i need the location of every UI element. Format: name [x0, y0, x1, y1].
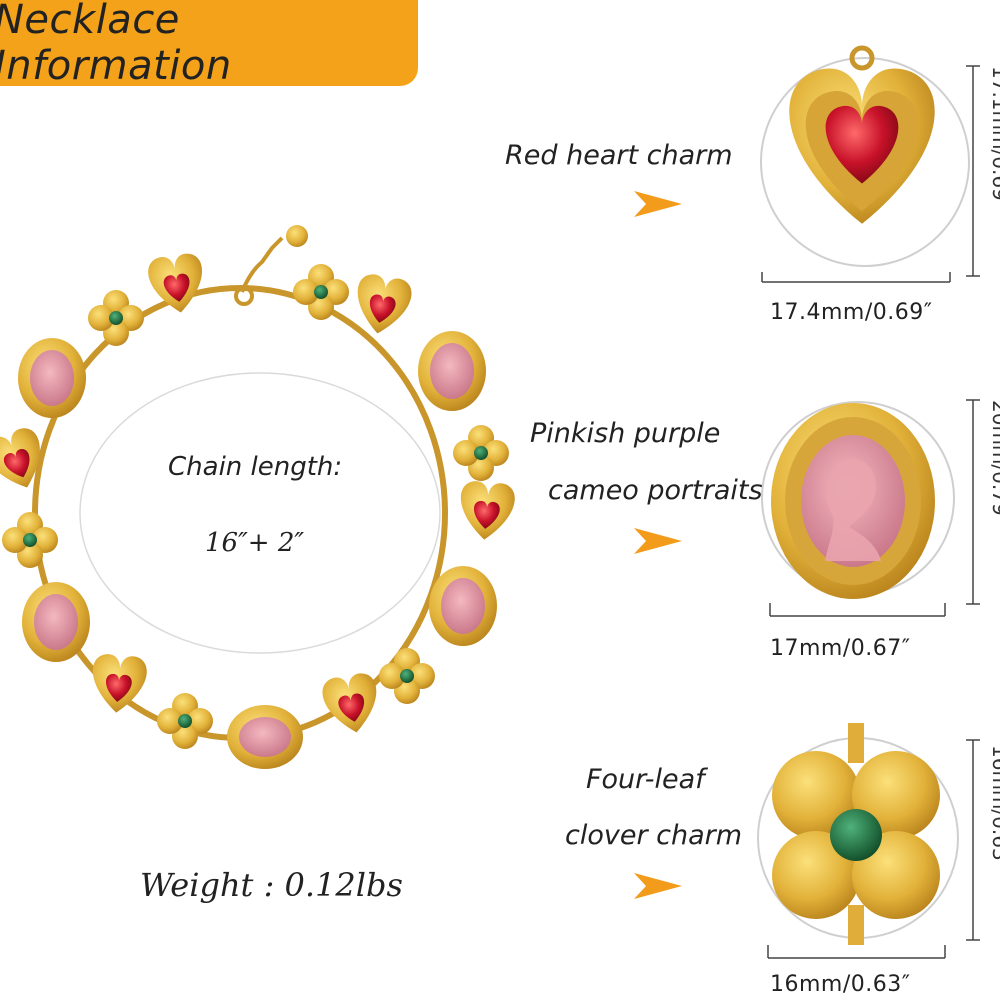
clover-charm-width: 16mm/0.63″ — [770, 972, 911, 997]
cameo-charm-height: 20mm/0.79 — [988, 400, 1000, 516]
arrow-right-icon — [634, 191, 682, 217]
weight-label: Weight : 0.12lbs — [140, 866, 403, 904]
clover-charm-icon — [772, 723, 940, 945]
detail-clover-charm — [757, 723, 980, 959]
clover-charm-label-line2: clover charm — [565, 820, 743, 851]
heart-charm-height: 17.1mm/0.69 — [988, 66, 1000, 201]
chain-length-label: Chain length: — [168, 452, 343, 482]
clover-charm-label-line1: Four-leaf — [586, 764, 705, 795]
arrow-right-icon — [634, 873, 682, 899]
necklace-cameo-charms — [18, 331, 497, 769]
clover-charm-height: 16mm/0.63 — [988, 745, 1000, 861]
arrow-right-icon — [634, 528, 682, 554]
header-banner: Necklace Information — [0, 0, 418, 89]
page-title: Necklace Information — [0, 0, 232, 89]
detail-heart-charm — [760, 45, 980, 283]
chain-length-value: 16″+ 2″ — [205, 528, 305, 558]
necklace-clover-charms — [2, 264, 509, 749]
heart-charm-label: Red heart charm — [505, 140, 733, 171]
heart-charm-width: 17.4mm/0.69″ — [770, 300, 933, 325]
center-oval — [79, 372, 441, 654]
cameo-charm-label-line1: Pinkish purple — [530, 418, 721, 449]
cameo-charm-icon — [771, 403, 935, 599]
cameo-charm-label-line2: cameo portraits — [548, 475, 763, 506]
heart-charm-icon — [789, 45, 935, 224]
cameo-charm-width: 17mm/0.67″ — [770, 636, 911, 661]
detail-cameo-charm — [761, 399, 980, 617]
